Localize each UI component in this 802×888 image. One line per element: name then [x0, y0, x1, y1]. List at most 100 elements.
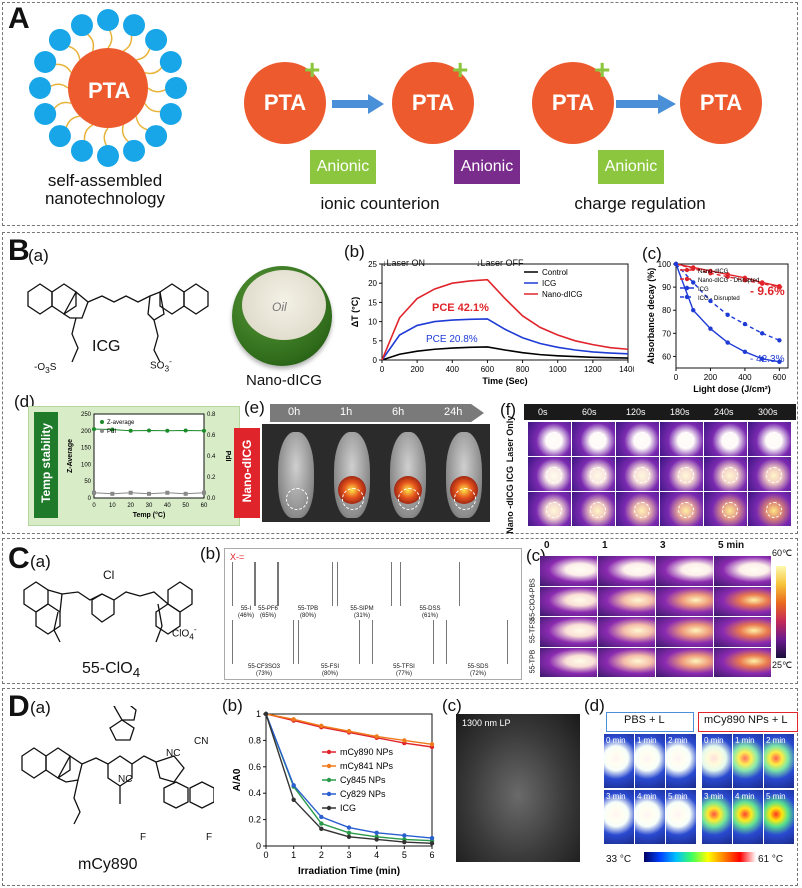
thermal-cell	[540, 647, 597, 677]
salt-name: 55-PF6	[258, 606, 278, 612]
legend-label: Nano-dICG	[542, 290, 582, 299]
laser-on-label: ↓Laser ON	[382, 258, 426, 268]
c-scale-max: 60℃	[772, 548, 793, 558]
lipid-tail	[144, 64, 165, 75]
f-time-bar	[524, 404, 796, 420]
plus-icon-1: +	[304, 54, 321, 85]
x-tick-label: 1200	[584, 365, 602, 374]
salt-name: 55-I	[240, 606, 252, 612]
e-time-label: 24h	[444, 406, 463, 418]
y-tick-label: 70	[662, 329, 671, 338]
salt-yield: (31%)	[353, 613, 370, 619]
thermal-cell	[714, 617, 771, 647]
pta-label-3: PTA	[551, 90, 595, 115]
thermal-cell	[604, 734, 634, 788]
np-label: mCy890 NPs + L	[704, 714, 788, 726]
anionic-box-green-2: Anionic	[598, 150, 664, 184]
data-point	[708, 271, 713, 276]
y-axis-label: A/A0	[232, 768, 243, 791]
data-point	[742, 321, 748, 327]
caption-charge-regulation: charge regulation	[574, 194, 706, 213]
data-point	[92, 427, 96, 432]
y2-axis-label: PdI	[224, 451, 231, 462]
roi-circle	[766, 432, 782, 448]
lipid-tail	[121, 124, 132, 145]
x-tick-label: 20	[127, 503, 134, 509]
pce-blue: PCE 20.8%	[426, 334, 478, 345]
y-tick-label: 60	[662, 352, 671, 361]
thermal-cell	[764, 734, 794, 788]
y2-tick-label: 0.2	[207, 475, 216, 481]
lipid-head	[145, 28, 168, 51]
x-tick-label: 50	[182, 503, 189, 509]
lipid-head	[97, 9, 119, 31]
anionic-box-purple: Anionic	[454, 150, 520, 184]
salt-structure	[332, 562, 392, 606]
lipid-tail	[51, 101, 72, 112]
y2-tick-label: 0.8	[207, 412, 216, 418]
panel-c-b-label: (b)	[200, 544, 221, 563]
data-point	[92, 490, 96, 495]
thermal-grid-c	[540, 556, 771, 678]
salt-structure	[254, 562, 278, 606]
d-time-label: 4 min	[637, 792, 657, 801]
lipid-head	[123, 139, 146, 162]
data-point	[319, 814, 324, 820]
lipid-head	[123, 14, 146, 37]
pta-circle-1: PTA	[244, 62, 326, 144]
salt-grid: 55-I(46%)55-PF6(65%)55-TPB(80%)55-SIPM(3…	[226, 556, 518, 677]
panel-d-border	[2, 688, 798, 886]
x-tick-label: 2	[319, 850, 324, 860]
roi-circle	[546, 467, 562, 483]
roi-circle	[590, 432, 606, 448]
data-point	[725, 312, 730, 318]
y-tick-label: 0.6	[248, 762, 261, 772]
pta-circle-4: PTA	[680, 62, 762, 144]
lipid-head	[48, 28, 71, 51]
thermal-cell	[764, 790, 794, 844]
mouse-images	[262, 424, 490, 522]
lipid-head	[70, 139, 93, 162]
nc2-label: NC	[118, 774, 133, 785]
salt-yield: (61%)	[421, 613, 438, 619]
data-point	[673, 261, 679, 267]
cl-label: Cl	[103, 568, 115, 582]
panel-a-letter: A	[8, 2, 30, 35]
x-equals-label: X-=	[230, 552, 245, 562]
panel-b-b-label: (b)	[344, 242, 365, 261]
c-time-label: 1	[602, 540, 608, 551]
lipid-tail	[64, 115, 80, 131]
thermal-cell	[598, 586, 655, 616]
clo4-label: ClO4-	[172, 624, 197, 642]
x-tick-label: 600	[773, 373, 787, 382]
panel-c-letter: C	[8, 542, 30, 575]
data-point	[291, 797, 296, 802]
roi-circle	[546, 502, 562, 518]
data-point	[708, 326, 713, 331]
panel-d-c-label: (c)	[442, 696, 462, 715]
nir-label: 1300 nm LP	[462, 718, 511, 728]
x-tick-label: 400	[738, 373, 752, 382]
55-clo4-structure	[23, 581, 193, 643]
thermal-cell	[666, 790, 696, 844]
data-point	[346, 834, 352, 839]
legend-label: mCy841 NPs	[340, 761, 394, 771]
micelle-core-label: PTA	[88, 78, 131, 103]
panel-b-letter: B	[8, 234, 30, 267]
data-point	[346, 825, 352, 830]
data-point	[110, 427, 115, 432]
salt-yield: (72%)	[469, 671, 486, 677]
x-tick-label: 10	[109, 503, 116, 509]
tumor-circle	[342, 488, 364, 510]
mcy890-structure	[21, 706, 214, 825]
data-point	[429, 742, 435, 747]
pce-red: PCE 42.1%	[432, 302, 489, 314]
y-tick-label: 25	[368, 260, 377, 269]
thermal-cell	[714, 647, 771, 677]
d-time-label: 5 min	[668, 792, 688, 801]
salt-name: 55-DSS	[419, 606, 441, 612]
thermal-cell	[656, 647, 713, 677]
